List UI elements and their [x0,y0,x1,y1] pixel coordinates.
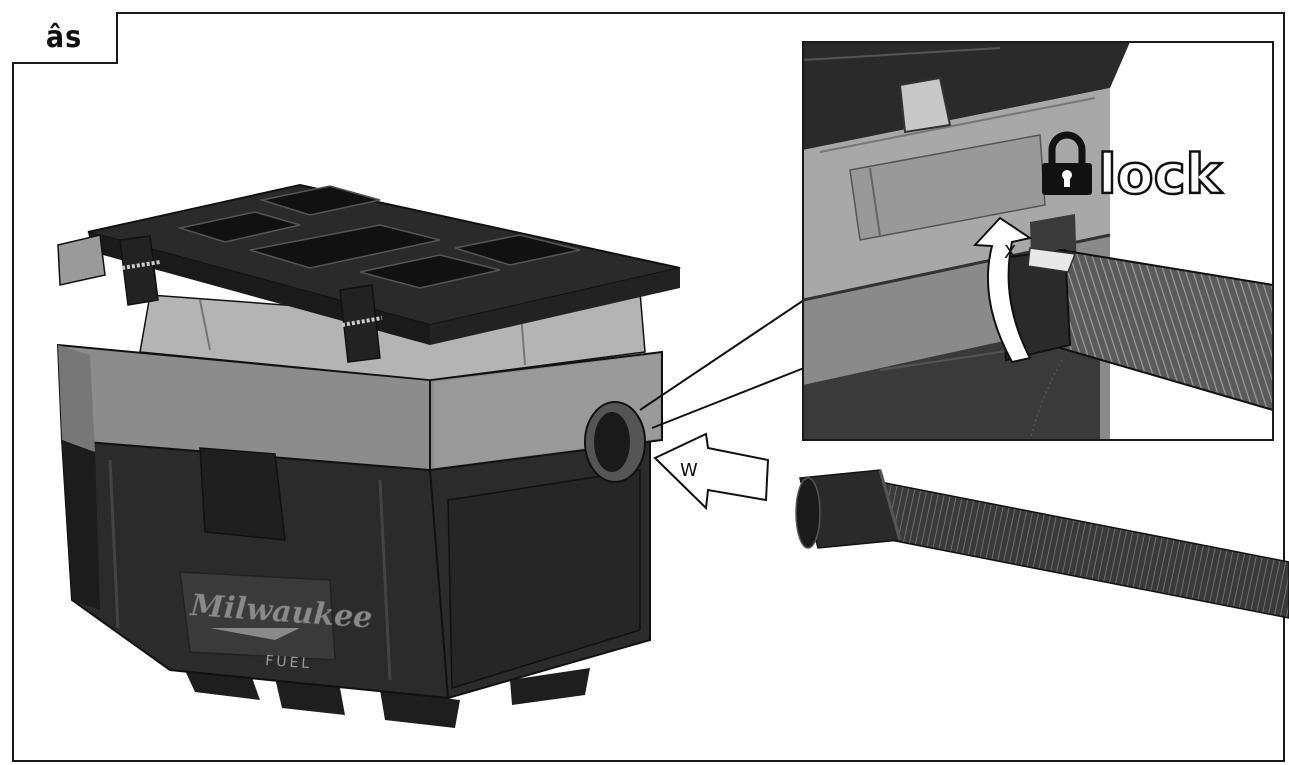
lock-indicator: lock [1042,131,1224,207]
figure-frame [12,12,1285,762]
step-label-box: âs [12,12,118,64]
vacuum-body: Milwaukee FUEL [56,291,663,728]
padlock-icon [1042,131,1092,195]
detail-inset: X lock [802,41,1274,441]
lid-latch-right [339,284,383,363]
callout-x: X [1004,242,1016,263]
step-label: âs [45,19,83,55]
lock-label: lock [1098,143,1223,206]
leader-line-top [639,299,805,411]
brand-line: FUEL [265,653,313,672]
insert-arrow: W [653,432,770,511]
vacuum-hose [795,469,1289,619]
callout-w: W [680,460,698,481]
curved-arrow-icon [972,216,1033,364]
brand-badge: Milwaukee FUEL [179,571,374,672]
lid-latch-left [119,235,161,306]
block-arrow-icon [653,432,770,511]
hose-port [584,401,646,483]
leader-line-bottom [651,367,805,429]
